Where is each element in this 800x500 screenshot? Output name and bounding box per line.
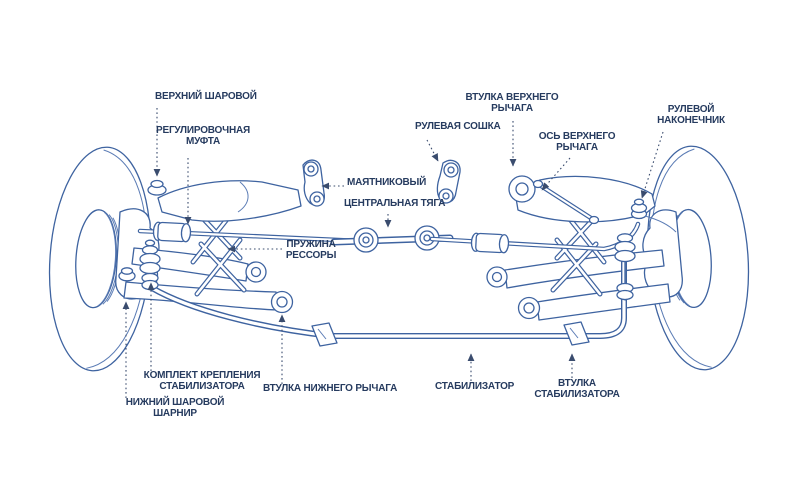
left-upper-control-arm — [147, 179, 302, 222]
label-idler-arm: МАЯТНИКОВЫЙ — [347, 177, 427, 188]
label-stabilizer-mount-kit: КОМПЛЕКТ КРЕПЛЕНИЯ СТАБИЛИЗАТОРА — [143, 370, 261, 392]
label-upper-arm-bushing: ВТУЛКА ВЕРХНЕГО РЫЧАГА — [465, 92, 559, 114]
label-spring: ПРУЖИНА РЕССОРЫ — [285, 239, 337, 261]
left-adjusting-sleeve — [152, 221, 192, 243]
right-coil-spring — [550, 205, 607, 297]
label-lower-ball-joint: НИЖНИЙ ШАРОВОЙ ШАРНИР — [125, 397, 225, 419]
left-lower-ball-joint — [118, 267, 136, 282]
idler-arm — [302, 159, 325, 207]
label-center-link: ЦЕНТРАЛЬНАЯ ТЯГА — [344, 198, 446, 209]
right-upper-control-arm — [508, 175, 656, 225]
label-tie-rod-end: РУЛЕВОЙ НАКОНЕЧНИК — [657, 104, 725, 126]
pitman-arm — [436, 159, 461, 204]
left-stabilizer-link — [139, 239, 161, 291]
label-stabilizer-bushing: ВТУЛКА СТАБИЛИЗАТОРА — [534, 378, 620, 400]
label-leader-lines — [122, 108, 664, 398]
label-pitman-arm: РУЛЕВАЯ СОШКА — [415, 121, 501, 132]
label-lower-arm-bushing: ВТУЛКА НИЖНЕГО РЫЧАГА — [263, 383, 398, 394]
label-upper-ball-joint: ВЕРХНИЙ ШАРОВОЙ — [155, 91, 257, 102]
left-lower-control-arms — [123, 247, 294, 314]
stabilizer-clamp-left — [311, 322, 338, 347]
left-wheel — [48, 146, 152, 372]
label-upper-arm-axis: ОСЬ ВЕРХНЕГО РЫЧАГА — [538, 131, 616, 153]
label-adjusting-sleeve: РЕГУЛИРОВОЧНАЯ МУФТА — [156, 125, 250, 147]
stabilizer-clamp-right — [563, 321, 590, 346]
right-adjusting-sleeve — [470, 232, 510, 254]
tie-rod-end-ball — [630, 198, 648, 220]
label-stabilizer: СТАБИЛИЗАТОР — [435, 381, 515, 392]
right-stabilizer-link — [614, 233, 636, 301]
